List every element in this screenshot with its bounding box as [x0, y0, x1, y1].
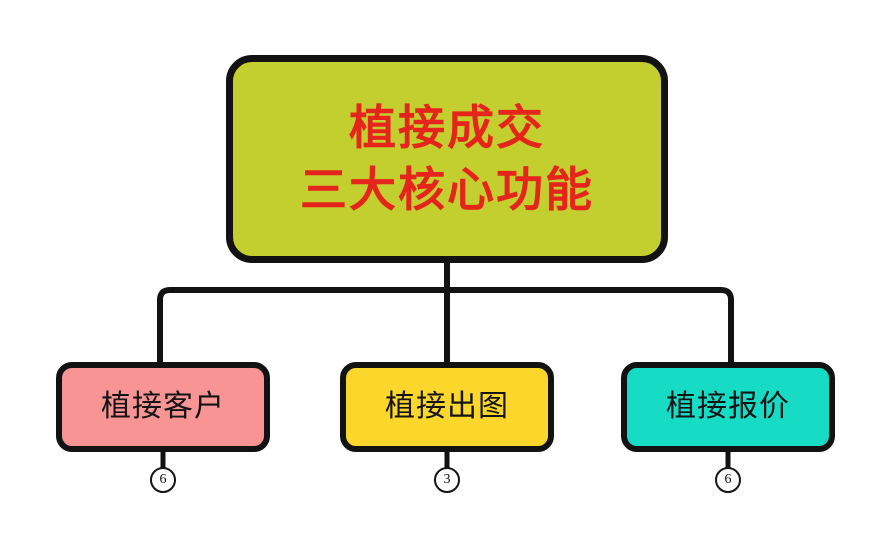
child-node-zhijie-chutu[interactable]: 植接出图: [340, 362, 554, 452]
child-count-badge[interactable]: 3: [434, 467, 460, 493]
child-node-zhijie-baojia[interactable]: 植接报价: [621, 362, 835, 452]
root-title-line-2: 三大核心功能: [300, 163, 594, 216]
root-node[interactable]: 植接成交 三大核心功能: [226, 55, 668, 263]
child-node-zhijie-kehu[interactable]: 植接客户: [56, 362, 270, 452]
child-node-label: 植接出图: [385, 390, 509, 423]
child-count-badge[interactable]: 6: [715, 467, 741, 493]
child-node-label: 植接报价: [666, 390, 790, 423]
root-title-line-1: 植接成交: [349, 100, 545, 154]
connector-branch-right: [447, 287, 734, 366]
child-node-label: 植接客户: [101, 390, 225, 423]
connector-branch-left: [157, 287, 447, 366]
child-count-badge[interactable]: 6: [150, 467, 176, 493]
